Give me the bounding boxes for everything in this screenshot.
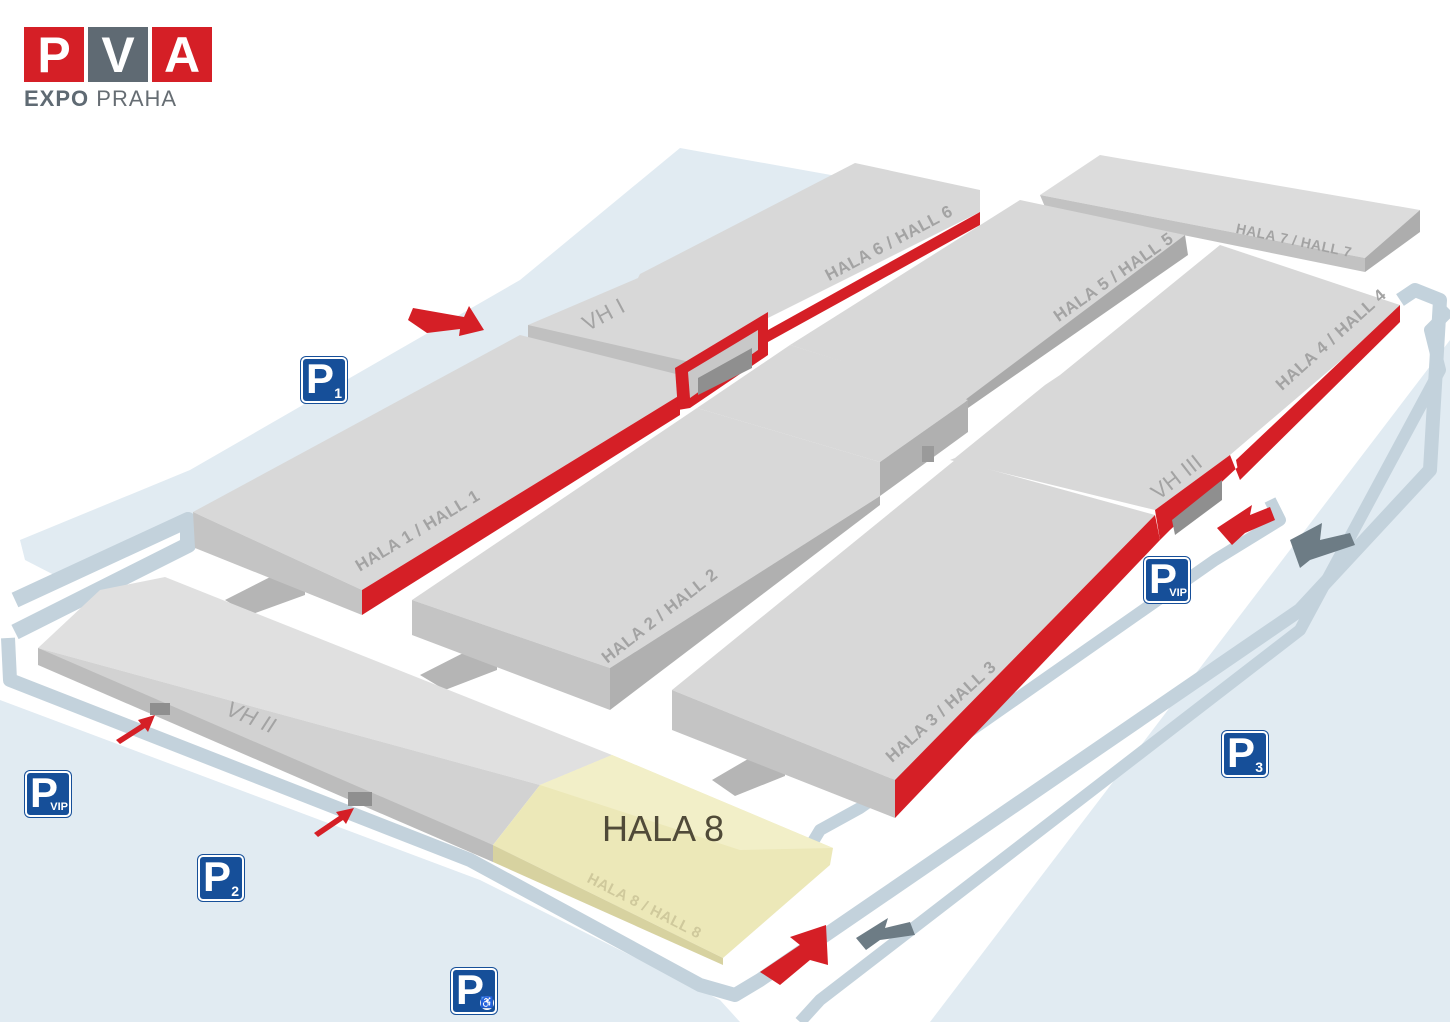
logo-praha: PRAHA (96, 86, 178, 111)
hall-4-end (1236, 305, 1400, 480)
hall-6-top (528, 163, 980, 370)
parking-vip-left-label: VIP (50, 801, 68, 813)
entry-arrow-bottom (760, 925, 828, 985)
parking-vip-left-letter: P (30, 769, 59, 816)
logo-subtitle: EXPO PRAHA (24, 88, 216, 110)
logo-letter-a: A (152, 27, 212, 83)
entry-arrow-top (408, 306, 484, 336)
vh2-roof-top (38, 577, 612, 785)
hall-5-end (965, 235, 1188, 408)
hall-6-red-edge (768, 212, 980, 342)
parking-area-p1 (20, 148, 870, 578)
parking-p1-number: 1 (334, 385, 342, 401)
hall-5-top (790, 200, 1185, 400)
hall-7-top (1040, 155, 1420, 258)
road-inner-right (784, 497, 1286, 884)
hall-2-end (610, 496, 880, 710)
hall-4-top (950, 245, 1400, 510)
vh1-doors (698, 348, 752, 395)
hall-8-top (493, 755, 833, 958)
hall-8-ridge (540, 755, 833, 850)
vehicle-arrow-bottom (856, 918, 915, 950)
road (1, 283, 1450, 1022)
parking-p1-sign[interactable]: P 1 (301, 355, 347, 403)
hall-7-side (1040, 195, 1365, 272)
arrows (116, 306, 1355, 985)
hall-7 (1040, 155, 1420, 272)
parking-p3-sign[interactable]: P 3 (1222, 729, 1268, 777)
entry-arrow-vh3 (1217, 505, 1275, 545)
vh2-side (38, 648, 493, 862)
entry-arrow-vh2-right (314, 808, 354, 837)
road-ring (1, 283, 1447, 1002)
centre-door (922, 446, 934, 462)
logo-letters: P V A (24, 27, 216, 83)
road-outer-right (795, 305, 1450, 1022)
parking-area-left (0, 700, 740, 1022)
hall-8-highlight-label: HALA 8 (602, 808, 725, 849)
parking-vip-right-letter: P (1149, 555, 1178, 602)
hall-1 (193, 335, 680, 615)
hall-8-side (493, 845, 723, 965)
hall-7-end (1365, 210, 1420, 272)
parking-disabled-letter: P (456, 966, 485, 1013)
parking-p3-number: 3 (1255, 759, 1263, 775)
hall-centre-top (697, 345, 968, 462)
hall-1-red-edge (362, 395, 680, 615)
hall-8 (493, 755, 833, 965)
parking-p2-letter: P (203, 853, 232, 900)
hall-4 (950, 245, 1400, 510)
hall-3-side (672, 690, 895, 818)
hall-5 (790, 200, 1188, 408)
hall-1-side (193, 512, 362, 615)
vh2-door-1 (150, 703, 170, 715)
parking-vip-left-sign[interactable]: P VIP (25, 769, 71, 817)
parking-p2-number: 2 (231, 883, 239, 899)
parking-p1-letter: P (306, 355, 335, 402)
logo-letter-p: P (24, 27, 84, 83)
logo-letter-v: V (88, 27, 148, 83)
hall-6 (528, 163, 980, 378)
parking-p3-letter: P (1227, 729, 1256, 776)
hall-2 (412, 408, 880, 710)
parking-p2-sign[interactable]: P 2 (198, 853, 244, 901)
vh3-doors (1172, 480, 1222, 535)
vh2-door-2 (348, 792, 372, 806)
hall-1-top (193, 335, 680, 590)
pva-expo-logo[interactable]: P V A EXPO PRAHA (24, 27, 216, 113)
parking-disabled-sign[interactable]: P ♿ (451, 966, 497, 1014)
road-outer (11, 512, 196, 640)
wheelchair-icon: ♿ (480, 996, 494, 1010)
hall-3-top (672, 460, 1155, 780)
hall-2-top (412, 408, 880, 668)
vehicle-arrow-right (1290, 523, 1355, 568)
vh3-entrance (1155, 455, 1240, 540)
parking-vip-right-label: VIP (1169, 587, 1187, 599)
hall-3 (672, 460, 1160, 818)
hall-6-side (528, 325, 690, 378)
vh2 (38, 577, 612, 862)
logo-expo: EXPO (24, 86, 90, 111)
vh1-entrance (675, 212, 980, 410)
vh2-roof-front (38, 648, 540, 845)
hall-3-red-edge (895, 515, 1160, 818)
hall-2-side (412, 600, 610, 710)
hall-centre (697, 345, 968, 496)
entry-arrow-vh2-left (116, 715, 155, 744)
parking-vip-right-sign[interactable]: P VIP (1144, 555, 1190, 603)
